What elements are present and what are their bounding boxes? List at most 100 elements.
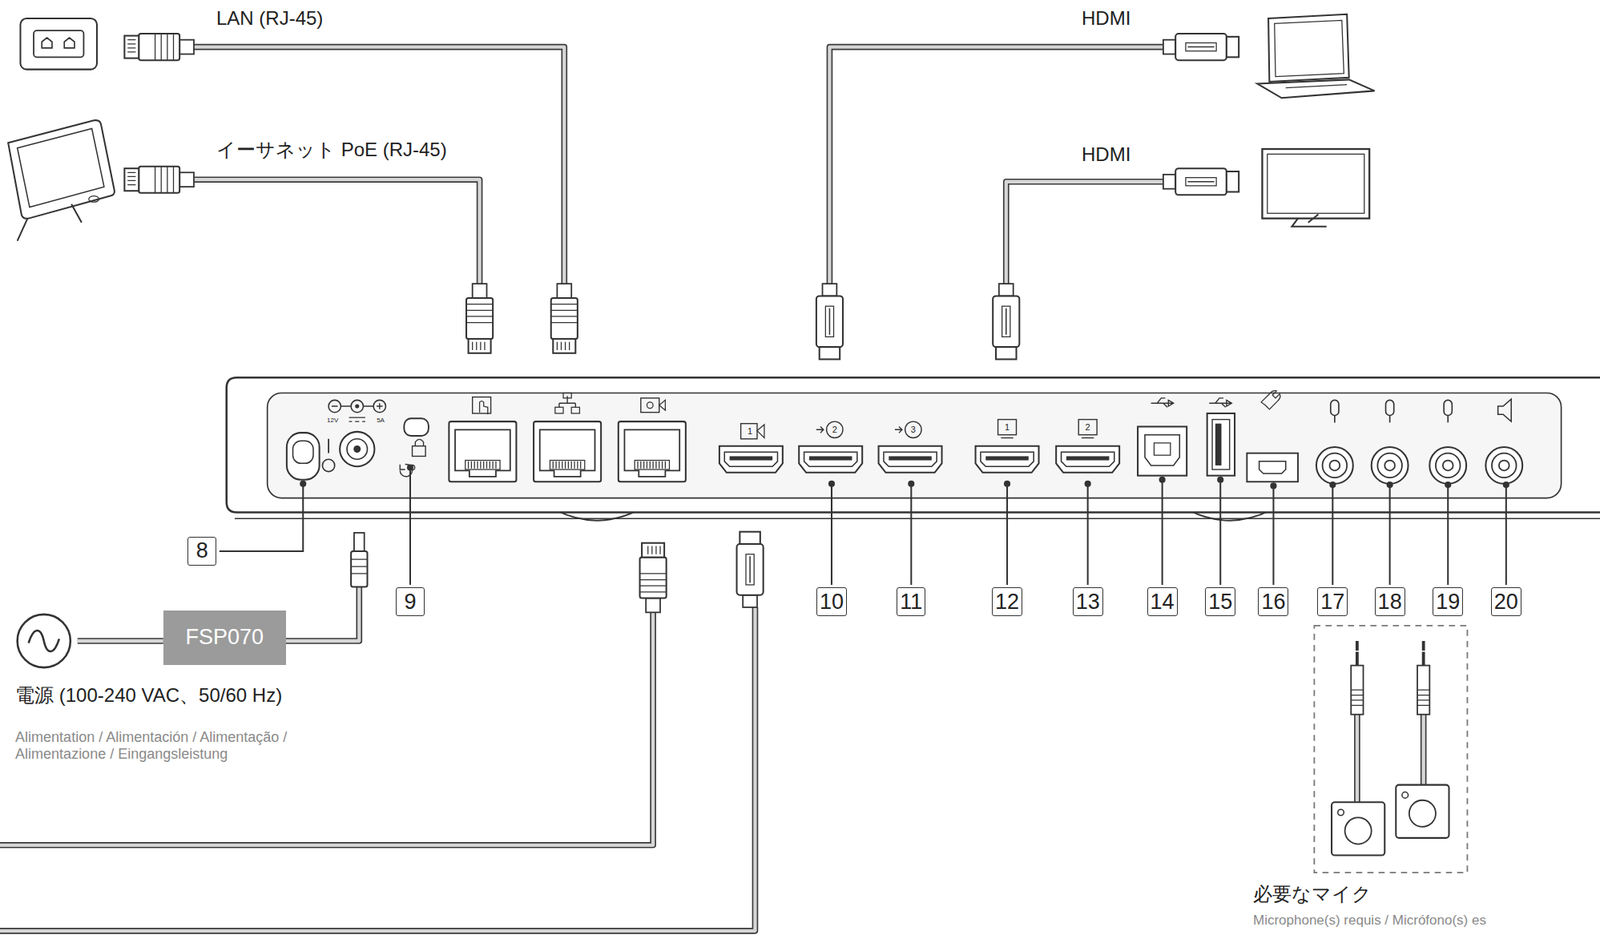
usb-ports [1153,443,1170,456]
leader-dot [407,463,414,471]
port-number: 2 [1085,422,1091,433]
laptop [1285,84,1347,89]
microphone-group [1409,800,1436,827]
microphone-group [1345,817,1372,844]
callout-number: 15 [1205,587,1236,617]
display [1267,153,1365,214]
usb-ports [1137,426,1187,476]
port-number: 1 [1004,422,1010,433]
wall-outlet [20,18,97,70]
dc-jack [331,403,383,410]
callout-number: 11 [896,587,926,617]
wall-outlet [20,18,97,70]
speaker-icon [1498,398,1512,422]
cable [1006,181,1164,284]
touch-panel [8,120,115,219]
cable [77,637,164,645]
illustration [1163,168,1239,195]
dc-jack [353,445,361,453]
microphone-group [1402,792,1409,799]
power-switch [293,440,314,464]
port-icon [1000,437,1013,439]
usb-ports [1259,461,1286,474]
callout-number: 8 [187,536,217,566]
leader-line [219,483,303,552]
callout-number: 10 [816,587,847,617]
touch-panel [17,128,105,208]
dc-plug [350,551,367,588]
port-icon [640,398,660,413]
illustration [1443,399,1452,423]
touch-panel [8,120,115,242]
illustration [1429,447,1467,484]
dc-jack [354,403,359,408]
callout-number: 12 [991,587,1023,617]
callout-number: 16 [1257,587,1289,617]
leader-line [409,467,412,585]
power-adapter: FSP070 [163,610,287,666]
illustration [1485,447,1523,484]
rating-label: 5A [376,416,385,424]
illustration [124,33,194,61]
usb-ports [1207,413,1235,476]
usb-ports [1137,390,1298,483]
cable [1006,181,1164,284]
cable [0,607,755,931]
cable [77,639,164,643]
illustration [719,446,783,473]
cable-label: LAN (RJ-45) [216,7,323,30]
leader-dot [828,480,835,488]
security-slot [412,446,427,457]
illustration [816,283,843,359]
cable [193,47,565,285]
illustration [124,166,194,194]
display [1291,214,1326,227]
leader-dot [907,480,915,488]
microphone-group [1313,625,1468,873]
cable [0,612,653,845]
illustration [1386,399,1395,423]
port-icon [646,402,653,409]
touch-panel [88,196,100,203]
port-icon [472,392,666,415]
callout-number: 20 [1491,587,1522,617]
cable [193,179,480,284]
illustration [466,283,493,354]
leader-dot [299,463,1510,489]
laptop [1257,79,1375,98]
callout-number: 18 [1374,587,1406,617]
illustration [975,446,1040,473]
node-text: FSP070 [185,624,264,650]
codec-housing [234,517,1600,520]
leader-dot [1329,481,1336,488]
illustration [992,283,1020,359]
port-number: 1 [747,426,753,437]
illustration [798,446,863,473]
power-switch [286,432,320,480]
callout-number: 13 [1072,587,1104,617]
laptop [1257,14,1375,98]
port-icon [1078,419,1097,436]
port-icon [659,399,666,411]
port-icon [816,426,824,433]
microphone-group [1350,689,1430,706]
ac-symbol [17,614,71,668]
cable [193,47,565,285]
dc-jack [350,399,363,412]
illustration [640,543,667,613]
leader-line [219,467,1507,585]
usb-ports [1209,398,1232,408]
cable-label: イーサネット PoE (RJ-45) [216,138,448,162]
port-icon [905,421,922,438]
illustration [1371,447,1409,484]
cable [829,47,1163,285]
power-switch [322,459,335,472]
wall-outlet [41,37,75,49]
microphone-group [1422,714,1426,786]
port-number: 2 [832,424,838,436]
microphone-translation: Microphone(s) requis / Micrófono(s) es [1253,912,1487,929]
leader-dot [299,480,307,488]
callout-number: 14 [1147,587,1178,617]
illustration [737,531,764,608]
usb-ports [1151,398,1174,408]
